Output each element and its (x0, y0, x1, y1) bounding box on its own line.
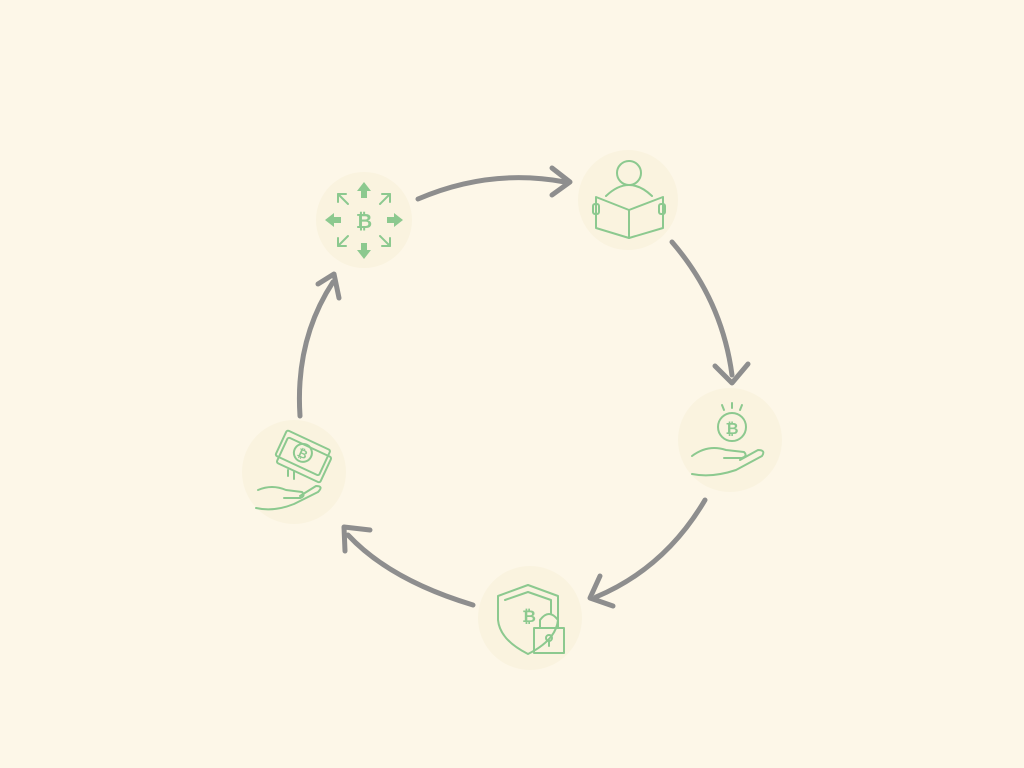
bitcoin-symbol: ₿ (522, 607, 536, 627)
node-learn (578, 150, 678, 250)
hand-receiving-bitcoin-cash-icon: ₿ (255, 429, 333, 511)
arrow-5-to-1 (296, 271, 342, 419)
arrow-2-to-3 (669, 239, 751, 386)
node-spend: ₿ (242, 420, 346, 524)
arrow-1-to-2 (415, 165, 573, 202)
person-reading-book-icon (592, 160, 666, 239)
bitcoin-symbol: ₿ (725, 419, 738, 438)
node-receive: ₿ (678, 388, 782, 492)
hand-holding-bitcoin-coin-icon: ₿ (691, 402, 765, 477)
arrow-3-to-4 (587, 497, 708, 609)
arrow-4-to-5 (341, 524, 476, 608)
bitcoin-shield-lock-icon: ₿ (497, 584, 565, 655)
node-secure: ₿ (478, 566, 582, 670)
bitcoin-distribute-arrows-icon: ₿ (325, 182, 403, 259)
bitcoin-symbol: ₿ (356, 209, 372, 233)
node-distribute: ₿ (316, 172, 412, 268)
